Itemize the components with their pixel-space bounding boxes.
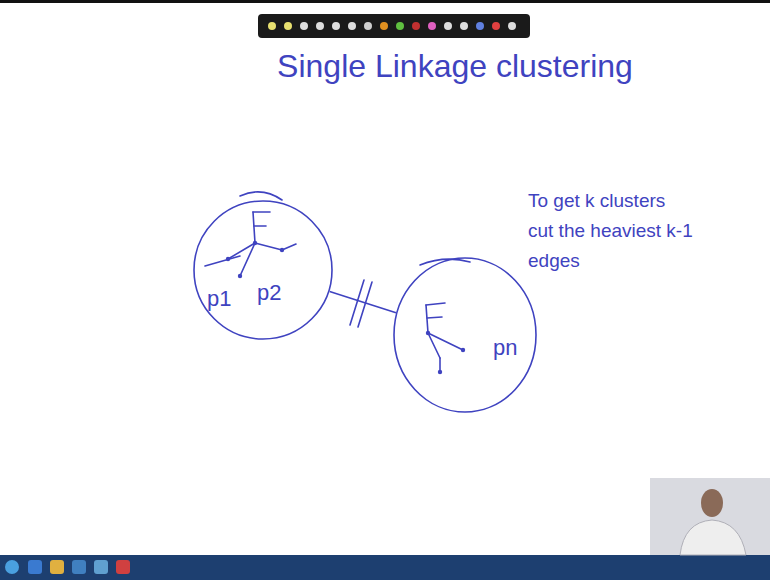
cluster-tree — [420, 259, 470, 372]
tree-vertex — [426, 331, 465, 374]
note-text: To get k clusters cut the heaviest k-1 e… — [528, 186, 693, 276]
cluster-outline — [193, 200, 333, 340]
toolbar-icons — [268, 22, 516, 30]
video-inset — [650, 478, 770, 555]
point-label: pn — [493, 335, 517, 361]
point-label: p1 — [207, 286, 231, 312]
tree-vertex — [226, 241, 284, 278]
linkage-edge — [330, 291, 396, 312]
taskbar — [0, 555, 770, 580]
taskbar-icons — [5, 560, 130, 574]
toolbar — [258, 14, 530, 38]
point-label: p2 — [257, 280, 281, 306]
cluster-circle: pn — [393, 257, 537, 413]
slide-title: Single Linkage clustering — [0, 48, 770, 85]
cluster-circle: p1 p2 — [193, 200, 333, 340]
top-bar — [0, 0, 770, 3]
